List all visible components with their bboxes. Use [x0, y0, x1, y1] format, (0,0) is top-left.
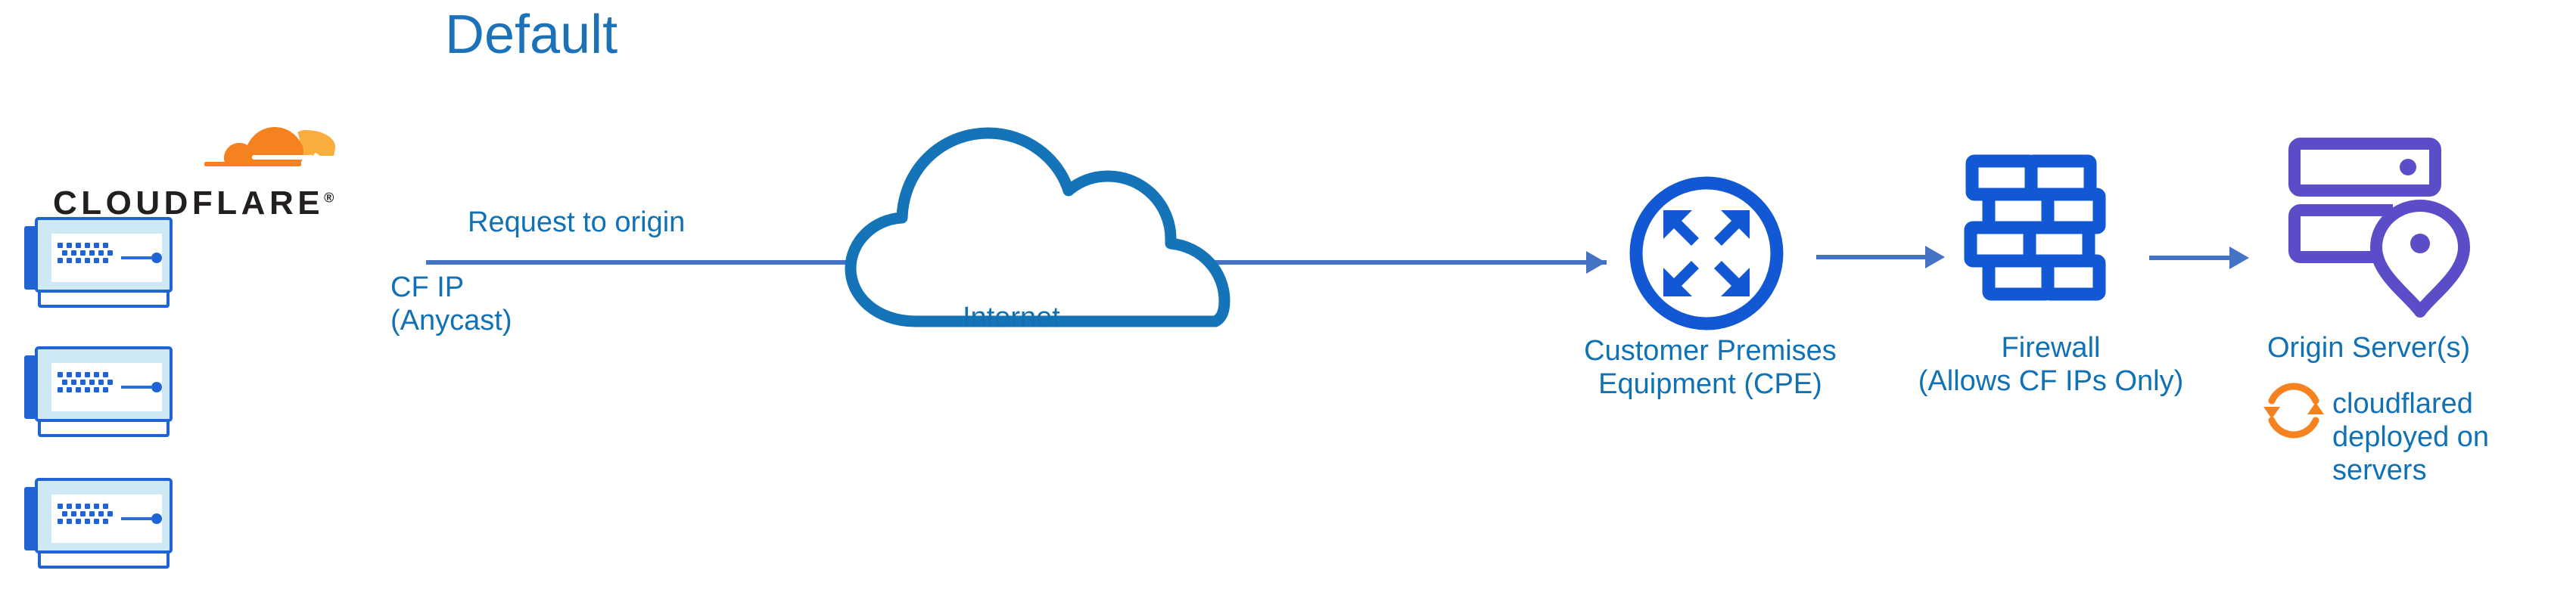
server-front-panel	[51, 234, 162, 282]
server-chassis	[35, 346, 173, 422]
server-status-line	[121, 256, 151, 259]
cf-ip-label: CF IP (Anycast)	[390, 271, 512, 337]
firewall-label-line1: Firewall	[2001, 332, 2101, 364]
cloudflare-cloud-icon	[204, 127, 335, 166]
router-icon	[1629, 176, 1784, 330]
cpe-label: Customer Premises Equipment (CPE)	[1551, 334, 1869, 401]
server-location-pin-icon	[2288, 138, 2470, 318]
arrow-firewall-to-origin-line	[2149, 256, 2232, 260]
brick-wall-icon	[1964, 154, 2106, 301]
arrow-firewall-to-origin-head	[2229, 247, 2249, 269]
cloudflare-wordmark-text: CLOUDFLARE	[53, 185, 325, 222]
sync-arrows-icon	[2263, 383, 2324, 439]
server-front-panel	[51, 495, 162, 543]
arrow-cpe-to-firewall-head	[1925, 246, 1945, 268]
firewall-label: Firewall (Allows CF IPs Only)	[1892, 331, 2210, 398]
cf-ip-label-line2: (Anycast)	[390, 305, 512, 336]
cpe-label-line1: Customer Premises	[1584, 335, 1837, 367]
server-vent-grid	[58, 243, 114, 273]
internet-cloud-icon	[845, 127, 1230, 327]
server-power-led	[151, 253, 162, 263]
arrow-edge-to-cpe-head	[1586, 251, 1606, 274]
server-power-led	[151, 513, 162, 524]
server-status-line	[121, 386, 151, 389]
page-title: Default	[445, 5, 618, 65]
cloudflare-wordmark: CLOUDFLARE®	[53, 185, 334, 222]
cloudflare-edge-server-1	[24, 214, 176, 314]
cf-ip-label-line1: CF IP	[390, 271, 465, 303]
firewall-label-line2: (Allows CF IPs Only)	[1918, 365, 2184, 397]
server-vent-grid	[58, 504, 114, 534]
origin-server-label: Origin Server(s)	[2267, 332, 2471, 364]
cloudflare-logo: CLOUDFLARE®	[30, 106, 335, 222]
server-front-panel	[51, 363, 162, 411]
cloudflare-edge-server-3	[24, 475, 176, 575]
internet-label: Internet	[963, 302, 1060, 333]
cloudflared-note: cloudflared deployed on servers	[2332, 388, 2490, 486]
cpe-label-line2: Equipment (CPE)	[1598, 368, 1822, 400]
server-chassis	[35, 217, 173, 293]
cloudflare-edge-server-2	[24, 343, 176, 443]
server-vent-grid	[58, 372, 114, 402]
server-chassis	[35, 478, 173, 554]
registered-mark: ®	[324, 190, 334, 206]
server-power-led	[151, 382, 162, 392]
server-status-line	[121, 517, 151, 520]
arrow-cpe-to-firewall-line	[1816, 255, 1928, 259]
request-to-origin-label: Request to origin	[468, 206, 686, 238]
